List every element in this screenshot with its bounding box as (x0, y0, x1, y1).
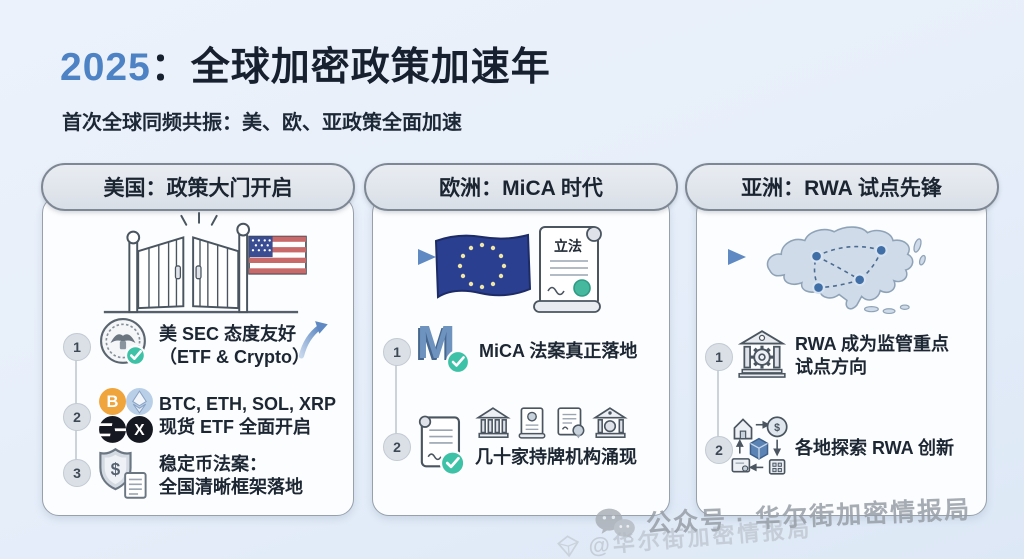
step-number: 2 (705, 436, 733, 464)
check-badge-icon (445, 349, 471, 375)
token-cube-icon (749, 437, 769, 460)
watermark-secondary: @华尔街加密情报局 (555, 511, 813, 559)
check-badge-icon (439, 450, 466, 476)
step-text: 稳定币法案： 全国清晰框架落地 (159, 454, 303, 497)
card-usa-header: 美国：政策大门开启 (41, 163, 355, 211)
asia-map-network-illustration (766, 226, 926, 315)
card-europe-header: 欧洲：MiCA 时代 (364, 163, 678, 211)
eth-icon (126, 388, 153, 415)
step-text: 几十家持牌机构涌现 (475, 447, 637, 467)
card-asia-header: 亚洲：RWA 试点先锋 (684, 163, 999, 211)
btc-icon: B (99, 388, 126, 415)
house-icon (733, 418, 753, 440)
gem-icon (557, 535, 580, 558)
svg-text:X: X (134, 422, 145, 439)
step-text: 各地探索 RWA 创新 (795, 438, 955, 458)
scroll-label: 立法 (554, 238, 582, 254)
shield-dollar-document-icon: $ (99, 447, 147, 499)
step-number: 1 (63, 333, 91, 361)
step-text: MiCA 法案真正落地 (479, 341, 638, 361)
steps-connector-line (717, 356, 719, 449)
network-node (812, 281, 825, 295)
step-number: 1 (383, 338, 411, 366)
building-icon (768, 459, 786, 475)
bank-emblem-icon (592, 407, 628, 438)
network-node (853, 273, 867, 287)
licensed-institutions-icons (475, 405, 628, 441)
check-badge-icon (125, 345, 146, 366)
wechat-icon (595, 508, 635, 539)
eu-flag-legislation-illustration: 立法 (434, 226, 602, 313)
step-text: BTC, ETH, SOL, XRP 现货 ETF 全面开启 (159, 394, 337, 437)
certificate-icon (731, 458, 751, 473)
card-asia: 亚洲：RWA 试点先锋 1 (684, 163, 999, 516)
step-number: 3 (63, 459, 91, 487)
sec-seal-icon (100, 318, 146, 366)
step-number: 1 (705, 343, 733, 371)
network-node (810, 249, 824, 263)
watermark-primary: 公众号 · 华尔街加密情报局 (593, 490, 972, 542)
title-rest: ：全球加密政策加速年 (150, 46, 551, 89)
step-text: 美 SEC 态度友好 （ETF & Crypto） (159, 324, 310, 367)
sol-icon (97, 416, 128, 443)
open-gate-us-flag-illustration (103, 211, 307, 314)
page-subtitle: 首次全球同频共振：美、欧、亚政策全面加速 (62, 112, 462, 134)
card-europe: 欧洲：MiCA 时代 立法 1 M (364, 163, 678, 516)
network-node (874, 243, 888, 257)
page-title: 2025：全球加密政策加速年 (60, 36, 551, 92)
xrp-icon: X (126, 416, 153, 443)
crypto-coins-icon: B X (97, 388, 153, 443)
gear-icon (750, 345, 774, 369)
title-year: 2025 (60, 46, 151, 89)
steps-connector-line (395, 351, 397, 446)
flow-arrow-europe-to-asia (594, 249, 746, 265)
license-scroll-icon (418, 415, 466, 476)
us-flag-icon (248, 235, 307, 275)
eu-flag-icon (434, 233, 532, 299)
card-usa: 美国：政策大门开启 (41, 163, 355, 516)
rwa-tokenization-cycle-icon: $ (731, 416, 788, 475)
up-trend-arrow-icon (298, 321, 328, 359)
svg-text:$: $ (111, 459, 121, 479)
svg-text:$: $ (774, 422, 780, 434)
svg-text:B: B (107, 392, 119, 411)
step-text: RWA 成为监管重点 试点方向 (795, 334, 950, 377)
dollar-coin-icon: $ (766, 416, 788, 438)
step-number: 2 (63, 403, 91, 431)
regulator-bank-gear-icon (737, 330, 787, 378)
legislation-scroll-icon: 立法 (533, 226, 602, 313)
step-number: 2 (383, 433, 411, 461)
certificate-scroll-icon (518, 407, 546, 439)
flow-arrow-usa-to-europe (298, 249, 436, 265)
license-document-medal-icon (557, 407, 585, 439)
cycle-arrows (735, 420, 782, 472)
bank-icon (475, 407, 511, 438)
